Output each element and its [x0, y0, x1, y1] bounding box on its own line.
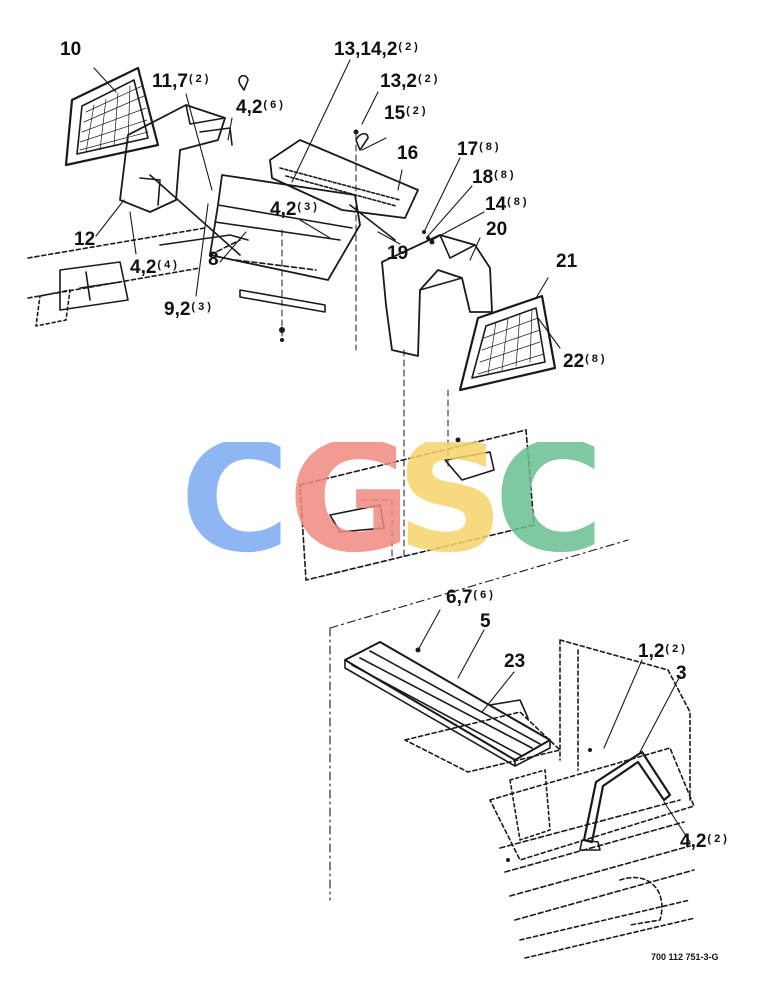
callout-4-2-6: 4,2(6)	[236, 97, 286, 118]
lower-frame	[404, 639, 696, 959]
watermark-letters: C G S C	[180, 412, 604, 586]
watermark-letter-c1: C	[182, 442, 290, 562]
clip-parts	[238, 74, 369, 151]
callout-6-7: 6,7(6)	[446, 587, 496, 608]
leader-lines	[93, 59, 691, 843]
part-10-mesh-panel	[64, 66, 160, 167]
callout-13-2: 13,2(2)	[380, 71, 441, 92]
watermark-letter-s: S	[396, 442, 504, 562]
part-12-side-shield	[119, 104, 249, 256]
callout-13-14-2: 13,14,2(2)	[334, 39, 421, 60]
callout-12: 12	[74, 229, 96, 250]
callout-8: 8	[208, 249, 219, 270]
callout-10: 10	[60, 39, 82, 60]
callout-22: 22(8)	[563, 351, 608, 372]
callout-4-2-3: 4,2(3)	[270, 199, 320, 220]
callout-4-2-2: 4,2(2)	[680, 831, 730, 852]
watermark-letter-c2: C	[494, 442, 602, 562]
callout-4-2-4: 4,2(4)	[130, 257, 180, 278]
watermark-letter-g: G	[288, 442, 411, 562]
callout-14: 14(8)	[485, 194, 530, 215]
hardware-details	[279, 129, 592, 862]
callout-20: 20	[486, 219, 508, 240]
part-5-long-plate	[344, 641, 551, 767]
part-20-curved-shield	[381, 234, 493, 357]
part-3-hoop-bracket	[579, 750, 672, 851]
callout-23: 23	[504, 651, 526, 672]
callout-17: 17(8)	[457, 139, 502, 160]
callout-9-2: 9,2(3)	[164, 299, 214, 320]
callout-15: 15(2)	[384, 103, 429, 124]
cgsc-watermark: C G S C	[180, 412, 604, 586]
callout-19: 19	[387, 243, 409, 264]
part-21-mesh-panel	[458, 294, 557, 392]
callout-1-2: 1,2(2)	[638, 641, 688, 662]
callout-3: 3	[676, 663, 687, 684]
callout-21: 21	[556, 251, 578, 272]
frame-boundary	[329, 539, 629, 901]
callout-18: 18(8)	[472, 167, 517, 188]
upper-frame-rail	[27, 227, 206, 327]
callout-5: 5	[480, 611, 491, 632]
part-8-shield-plate	[209, 174, 361, 313]
mid-mount-panel	[299, 429, 535, 581]
part-16-top-cover	[269, 139, 419, 241]
assembly-centerlines	[281, 134, 449, 561]
drawing-number: 700 112 751-3-G	[651, 952, 719, 962]
callout-11-7: 11,7(2)	[152, 71, 212, 92]
callout-16: 16	[397, 143, 419, 164]
